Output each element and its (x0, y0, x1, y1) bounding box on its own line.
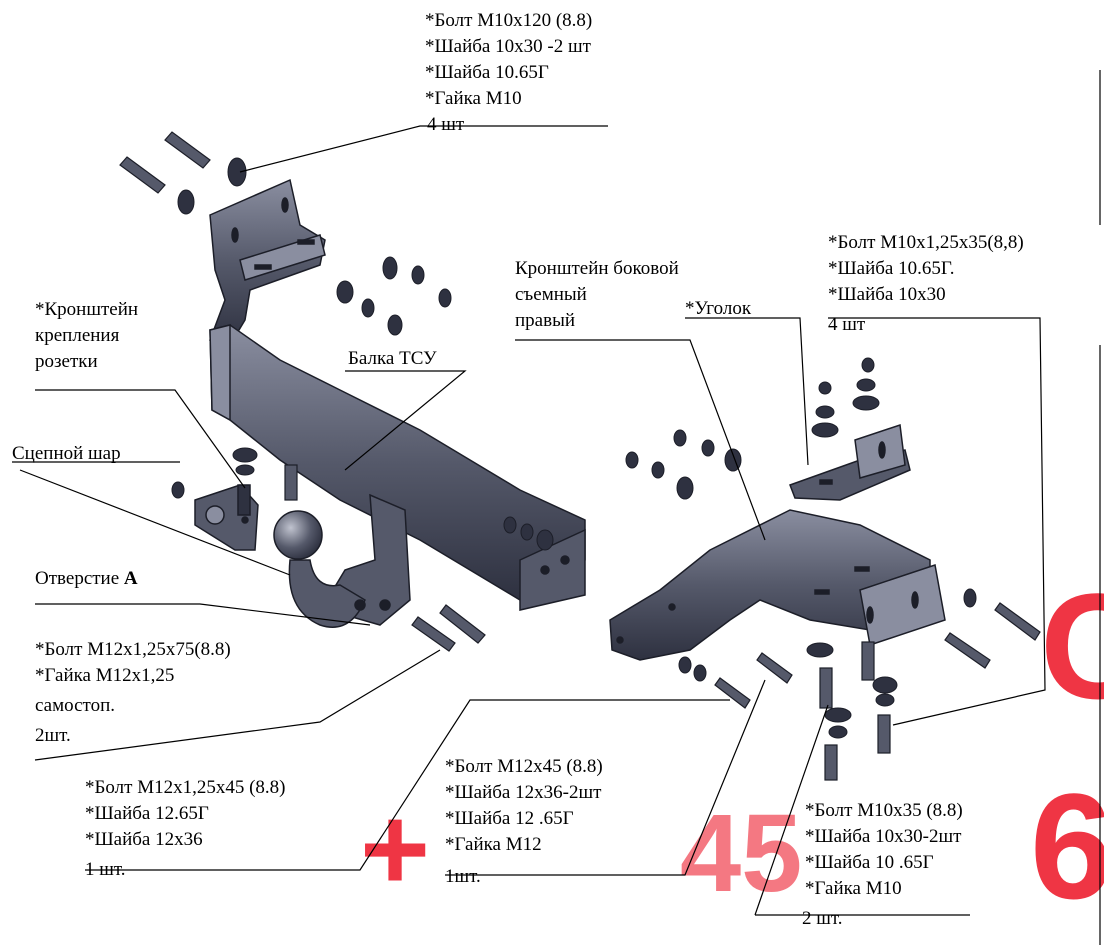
label-hole-a: Отверстие А (35, 566, 138, 592)
left-mounting-bracket (209, 178, 326, 346)
label-line: *Шайба 10.65Г (425, 62, 549, 83)
label-line: *Шайба 10х30 (828, 284, 946, 305)
label-side-bracket: Кронштейн боковой съемный правый (515, 256, 679, 334)
label-line: 2 шт. (802, 908, 843, 929)
label-line: *Гайка М10 (425, 88, 522, 109)
label-right-bolt-kit: *Болт М10х1,25х35(8,8) *Шайба 10.65Г. *Ш… (828, 230, 1024, 338)
label-line: *Кронштейн (35, 299, 139, 320)
label-line: 4 шт (828, 314, 866, 335)
label-line: 2шт. (35, 725, 71, 746)
label-line: розетки (35, 351, 98, 372)
left-bolts (119, 131, 486, 652)
label-line: *Шайба 12х36-2шт (445, 782, 602, 803)
socket-bracket (194, 484, 259, 551)
label-bolt-m12x45-kit: *Болт М12х45 (8.8) *Шайба 12х36-2шт *Шай… (445, 754, 603, 890)
label-top-bolt-kit: *Болт М10х120 (8.8) *Шайба 10х30 -2 шт *… (425, 8, 592, 138)
label-line: *Шайба 10 .65Г (805, 852, 934, 873)
watermark-fragment: + (360, 782, 431, 916)
towbar-beam (209, 324, 586, 611)
label-line: *Болт М10х120 (8.8) (425, 10, 593, 31)
label-line: *Гайка М10 (805, 878, 902, 899)
left-washers-nuts (171, 157, 554, 551)
label-bolt-m12x45-fine-kit: *Болт М12х1,25х45 (8.8) *Шайба 12.65Г *Ш… (85, 775, 286, 883)
label-line: *Шайба 10х30-2шт (805, 826, 962, 847)
label-line: *Гайка М12 (445, 834, 542, 855)
label-line: *Шайба 12х36 (85, 829, 203, 850)
label-line: крепления (35, 325, 120, 346)
label-bolt-m12x75-kit: *Болт М12х1,25х75(8.8) *Гайка М12х1,25 с… (35, 637, 231, 749)
label-line: 1 шт. (85, 859, 126, 880)
label-angle: *Уголок (685, 298, 752, 319)
label-line: *Болт М10х1,25х35(8,8) (828, 232, 1024, 253)
watermark-fragment: 45 (680, 792, 803, 915)
label-line: 1шт. (445, 866, 481, 887)
label-line: *Шайба 12 .65Г (445, 808, 574, 829)
label-line: правый (515, 310, 576, 331)
label-bolt-m10x35-kit: *Болт М10х35 (8.8) *Шайба 10х30-2шт *Шай… (802, 798, 963, 932)
right-washers-nuts (625, 357, 977, 739)
label-beam: Балка ТСУ (348, 348, 437, 369)
watermark-fragment: 6 (1030, 762, 1104, 930)
tow-ball (273, 493, 411, 628)
label-line: самостоп. (35, 695, 115, 716)
label-tow-ball: Сцепной шар (12, 443, 121, 464)
label-line: *Шайба 12.65Г (85, 803, 209, 824)
label-line: *Болт М12х45 (8.8) (445, 756, 603, 777)
angle-bracket (789, 423, 911, 501)
side-bracket-right (609, 509, 946, 661)
label-socket-bracket: *Кронштейн крепления розетки (35, 297, 138, 375)
label-line: *Шайба 10х30 -2 шт (425, 36, 591, 57)
label-line: *Гайка М12х1,25 (35, 665, 175, 686)
label-line: *Шайба 10.65Г. (828, 258, 955, 279)
right-bolts (714, 602, 1041, 781)
label-line: *Болт М10х35 (8.8) (805, 800, 963, 821)
label-hole-text: Отверстие (35, 568, 120, 589)
watermark-fragment: С (1040, 562, 1104, 730)
label-line: *Болт М12х1,25х75(8.8) (35, 639, 231, 660)
label-line: Кронштейн боковой (515, 258, 679, 279)
label-line: 4 шт (427, 114, 465, 135)
label-hole-letter: А (123, 568, 138, 589)
label-line: *Болт М12х1,25х45 (8.8) (85, 777, 286, 798)
leader-lines (12, 70, 1101, 945)
label-line: съемный (515, 284, 587, 305)
